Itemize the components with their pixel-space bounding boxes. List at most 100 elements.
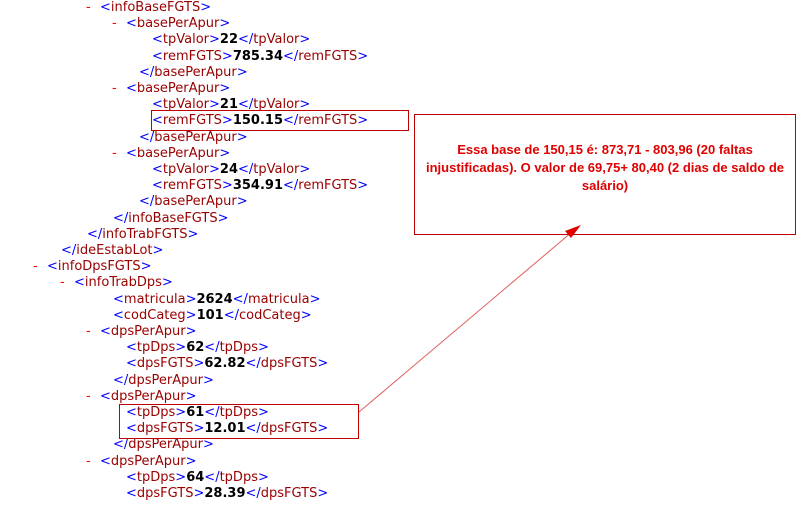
tag-name: tpValor: [162, 32, 210, 48]
tag-name: infoDpsFGTS: [57, 259, 141, 275]
collapse-toggle-icon[interactable]: -: [112, 81, 117, 96]
tag-name: dpsPerApur: [110, 388, 186, 404]
tag-name: remFGTS: [162, 113, 222, 129]
xml-line-dpsfgts: <dpsFGTS>12.01</dpsFGTS>: [126, 421, 329, 437]
xml-line-infobasefgts: </infoBaseFGTS>: [113, 210, 229, 226]
tag-name: infoBaseFGTS: [110, 0, 201, 15]
tag-name: remFGTS: [298, 178, 358, 194]
tag-value: 2624: [196, 291, 233, 307]
tag-value: 12.01: [204, 421, 246, 437]
xml-line-infotrabfgts: </infoTrabFGTS>: [87, 226, 199, 242]
collapse-toggle-icon[interactable]: -: [86, 453, 91, 469]
xml-line-tpdps: <tpDps>62</tpDps>: [126, 340, 269, 356]
tag-name: basePerApur: [154, 194, 237, 210]
tag-name: basePerApur: [154, 129, 237, 145]
collapse-toggle-icon[interactable]: -: [86, 388, 91, 404]
tag-name: dpsFGTS: [136, 356, 194, 372]
collapse-toggle-icon[interactable]: -: [33, 259, 38, 275]
xml-line-tpdps: <tpDps>61</tpDps>: [126, 405, 269, 420]
tag-name: remFGTS: [298, 48, 358, 64]
tag-name: dpsFGTS: [260, 421, 318, 437]
xml-line-ideestablot: </ideEstabLot>: [61, 243, 164, 258]
xml-line-baseperapur[interactable]: -<basePerApur>: [112, 16, 231, 32]
tag-name: dpsPerApur: [110, 324, 186, 339]
tag-name: dpsFGTS: [136, 421, 194, 437]
xml-line-dpsfgts: <dpsFGTS>28.39</dpsFGTS>: [126, 486, 329, 501]
tag-value: 24: [219, 162, 239, 177]
xml-line-dpsperapur[interactable]: -<dpsPerApur>: [86, 453, 197, 469]
xml-line-tpvalor: <tpValor>21</tpValor>: [152, 97, 311, 113]
tag-name: dpsFGTS: [136, 486, 194, 501]
tag-name: basePerApur: [154, 64, 237, 80]
tag-name: tpValor: [162, 162, 210, 177]
xml-line-matricula: <matricula>2624</matricula>: [113, 291, 321, 307]
highlight-dps-61: [119, 404, 359, 439]
collapse-toggle-icon[interactable]: -: [60, 275, 65, 291]
tag-name: infoTrabFGTS: [102, 226, 188, 242]
tag-name: tpDps: [219, 469, 258, 485]
tag-name: infoTrabDps: [84, 275, 162, 291]
collapse-toggle-icon[interactable]: -: [112, 145, 117, 161]
tag-name: tpValor: [162, 97, 210, 113]
tag-name: tpValor: [253, 97, 300, 113]
tag-name: dpsPerApur: [128, 372, 204, 388]
tag-value: 150.15: [232, 113, 283, 129]
tag-value: 61: [186, 405, 205, 420]
tag-name: dpsPerApur: [110, 453, 186, 469]
tag-value: 101: [196, 307, 224, 323]
tag-name: remFGTS: [162, 48, 222, 64]
xml-line-dpsperapur: </dpsPerApur>: [113, 437, 214, 453]
xml-line-infodpsfgts[interactable]: -<infoDpsFGTS>: [33, 259, 152, 275]
tag-value: 64: [186, 469, 205, 485]
xml-line-tpvalor: <tpValor>24</tpValor>: [152, 162, 311, 177]
xml-line-baseperapur[interactable]: -<basePerApur>: [112, 145, 231, 161]
xml-line-remfgts: <remFGTS>150.15</remFGTS>: [152, 113, 369, 129]
xml-line-remfgts: <remFGTS>785.34</remFGTS>: [152, 48, 369, 64]
tag-value: 354.91: [232, 178, 283, 194]
tag-name: tpDps: [219, 340, 258, 356]
tag-name: basePerApur: [136, 81, 220, 96]
xml-line-baseperapur: </basePerApur>: [139, 64, 248, 80]
tag-name: codCateg: [238, 307, 301, 323]
collapse-toggle-icon[interactable]: -: [86, 324, 91, 339]
tag-name: tpDps: [136, 469, 176, 485]
xml-line-dpsperapur[interactable]: -<dpsPerApur>: [86, 324, 197, 339]
tag-name: codCateg: [123, 307, 186, 323]
xml-line-baseperapur: </basePerApur>: [139, 194, 248, 210]
xml-line-infotrabdps[interactable]: -<infoTrabDps>: [60, 275, 173, 291]
highlight-remfgts-150: [151, 110, 409, 131]
tag-name: remFGTS: [162, 178, 222, 194]
xml-line-baseperapur: </basePerApur>: [139, 129, 248, 145]
tag-name: tpDps: [136, 340, 176, 356]
tag-name: tpValor: [253, 162, 300, 177]
tag-value: 22: [219, 32, 239, 48]
tag-name: basePerApur: [136, 145, 220, 161]
tag-name: matricula: [247, 291, 310, 307]
tag-name: ideEstabLot: [76, 243, 153, 258]
tag-name: infoBaseFGTS: [128, 210, 218, 226]
xml-line-remfgts: <remFGTS>354.91</remFGTS>: [152, 178, 369, 194]
tag-value: 62.82: [204, 356, 246, 372]
tag-name: dpsFGTS: [260, 356, 318, 372]
xml-line-tpvalor: <tpValor>22</tpValor>: [152, 32, 311, 48]
collapse-toggle-icon[interactable]: -: [86, 0, 91, 15]
collapse-toggle-icon[interactable]: -: [112, 16, 117, 32]
tag-name: remFGTS: [298, 113, 358, 129]
xml-line-baseperapur[interactable]: -<basePerApur>: [112, 81, 231, 96]
xml-line-tpdps: <tpDps>64</tpDps>: [126, 469, 269, 485]
tag-value: 785.34: [232, 48, 283, 64]
tag-name: dpsPerApur: [128, 437, 204, 453]
xml-line-dpsperapur[interactable]: -<dpsPerApur>: [86, 388, 197, 404]
tag-value: 62: [186, 340, 205, 356]
xml-line-codcateg: <codCateg>101</codCateg>: [113, 307, 312, 323]
annotation-text: Essa base de 150,15 é: 873,71 - 803,96 (…: [425, 142, 784, 193]
tag-name: dpsFGTS: [260, 486, 318, 501]
tag-value: 28.39: [204, 486, 246, 501]
annotation-note: Essa base de 150,15 é: 873,71 - 803,96 (…: [414, 114, 796, 235]
tag-name: tpDps: [136, 405, 176, 420]
tag-name: tpValor: [253, 32, 300, 48]
tag-name: matricula: [123, 291, 186, 307]
xml-line-infobasefgts[interactable]: -<infoBaseFGTS>: [86, 0, 212, 15]
xml-line-dpsperapur: </dpsPerApur>: [113, 372, 214, 388]
